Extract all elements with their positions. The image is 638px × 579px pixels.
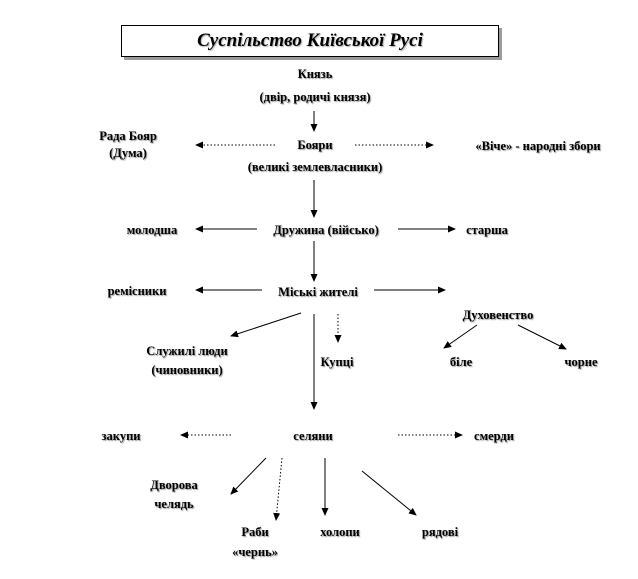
node-sluzhyli-subtitle: (чиновники) — [151, 363, 223, 377]
arrow-dukhovenstvo-chorne — [517, 324, 567, 350]
node-rada-boyar: Рада Бояр (Дума) — [78, 128, 178, 162]
node-druzhyna-title: Дружина (військо) — [273, 223, 379, 237]
node-starsha-title: старша — [466, 223, 508, 237]
node-boyary: Бояри (великі землевласники) — [222, 137, 408, 176]
node-dukhovenstvo-title: Духовенство — [462, 308, 534, 322]
node-kholopy: холопи — [305, 524, 375, 541]
node-raby: Раби «чернь» — [222, 524, 288, 561]
node-kuptsi: Купці — [312, 354, 362, 371]
node-remisnyky-title: ремісники — [107, 284, 167, 298]
title-box: Суспільство Київської Русі — [121, 25, 499, 57]
node-sluzhyli: Служилі люди (чиновники) — [126, 343, 248, 379]
node-kuptsi-title: Купці — [320, 355, 354, 369]
node-zakupy: закупи — [92, 428, 150, 445]
arrow-selyany-ryadovi — [361, 470, 417, 516]
arrow-dukhovenstvo-bile — [443, 324, 478, 349]
node-dvorova-chelyad: Дворова челядь — [136, 477, 212, 513]
node-rada-subtitle: (Дума) — [109, 146, 147, 160]
node-starsha: старша — [457, 222, 517, 239]
node-kholopy-title: холопи — [320, 525, 360, 539]
node-dukhovenstvo: Духовенство — [446, 307, 550, 324]
arrow-selyany-dvorova — [230, 457, 267, 495]
node-selyany: селяни — [280, 428, 346, 445]
node-miski-zhyteli: Міські жителі — [262, 284, 374, 301]
node-smerdy: смерди — [464, 428, 524, 445]
node-raby-subtitle: «чернь» — [232, 545, 278, 559]
node-ryadovi: рядові — [410, 524, 470, 541]
node-knyaz-title: Князь — [297, 67, 333, 81]
node-smerdy-title: смерди — [474, 429, 514, 443]
node-raby-title: Раби — [241, 525, 269, 539]
node-chorne-title: чорне — [564, 355, 598, 369]
node-miski-title: Міські жителі — [278, 285, 358, 299]
node-dvorova-subtitle: челядь — [154, 497, 194, 511]
node-molodsha: молодша — [113, 222, 191, 239]
node-knyaz-subtitle: (двір, родичі князя) — [259, 90, 371, 104]
node-knyaz: Князь (двір, родичі князя) — [230, 66, 400, 106]
arrow-selyany-raby — [273, 457, 283, 521]
node-ryadovi-title: рядові — [421, 525, 459, 539]
diagram-title: Суспільство Київської Русі — [197, 30, 423, 51]
node-bile-title: біле — [449, 355, 473, 369]
node-bile: біле — [441, 354, 481, 371]
node-rada-title: Рада Бояр — [99, 129, 157, 143]
node-chorne: чорне — [552, 354, 610, 371]
node-boyary-subtitle: (великі землевласники) — [247, 160, 383, 174]
arrow-miski-sluzhyli — [230, 312, 302, 338]
node-selyany-title: селяни — [293, 429, 333, 443]
node-remisnyky: ремісники — [96, 283, 178, 300]
node-sluzhyli-title: Служилі люди — [146, 344, 228, 358]
node-druzhyna: Дружина (військо) — [255, 222, 397, 239]
node-dvorova-title: Дворова — [150, 478, 198, 492]
node-zakupy-title: закупи — [101, 429, 141, 443]
node-viche-title: «Віче» - народні збори — [475, 139, 601, 153]
node-molodsha-title: молодша — [126, 223, 178, 237]
node-viche: «Віче» - народні збори — [452, 138, 624, 155]
node-boyary-title: Бояри — [297, 138, 333, 152]
